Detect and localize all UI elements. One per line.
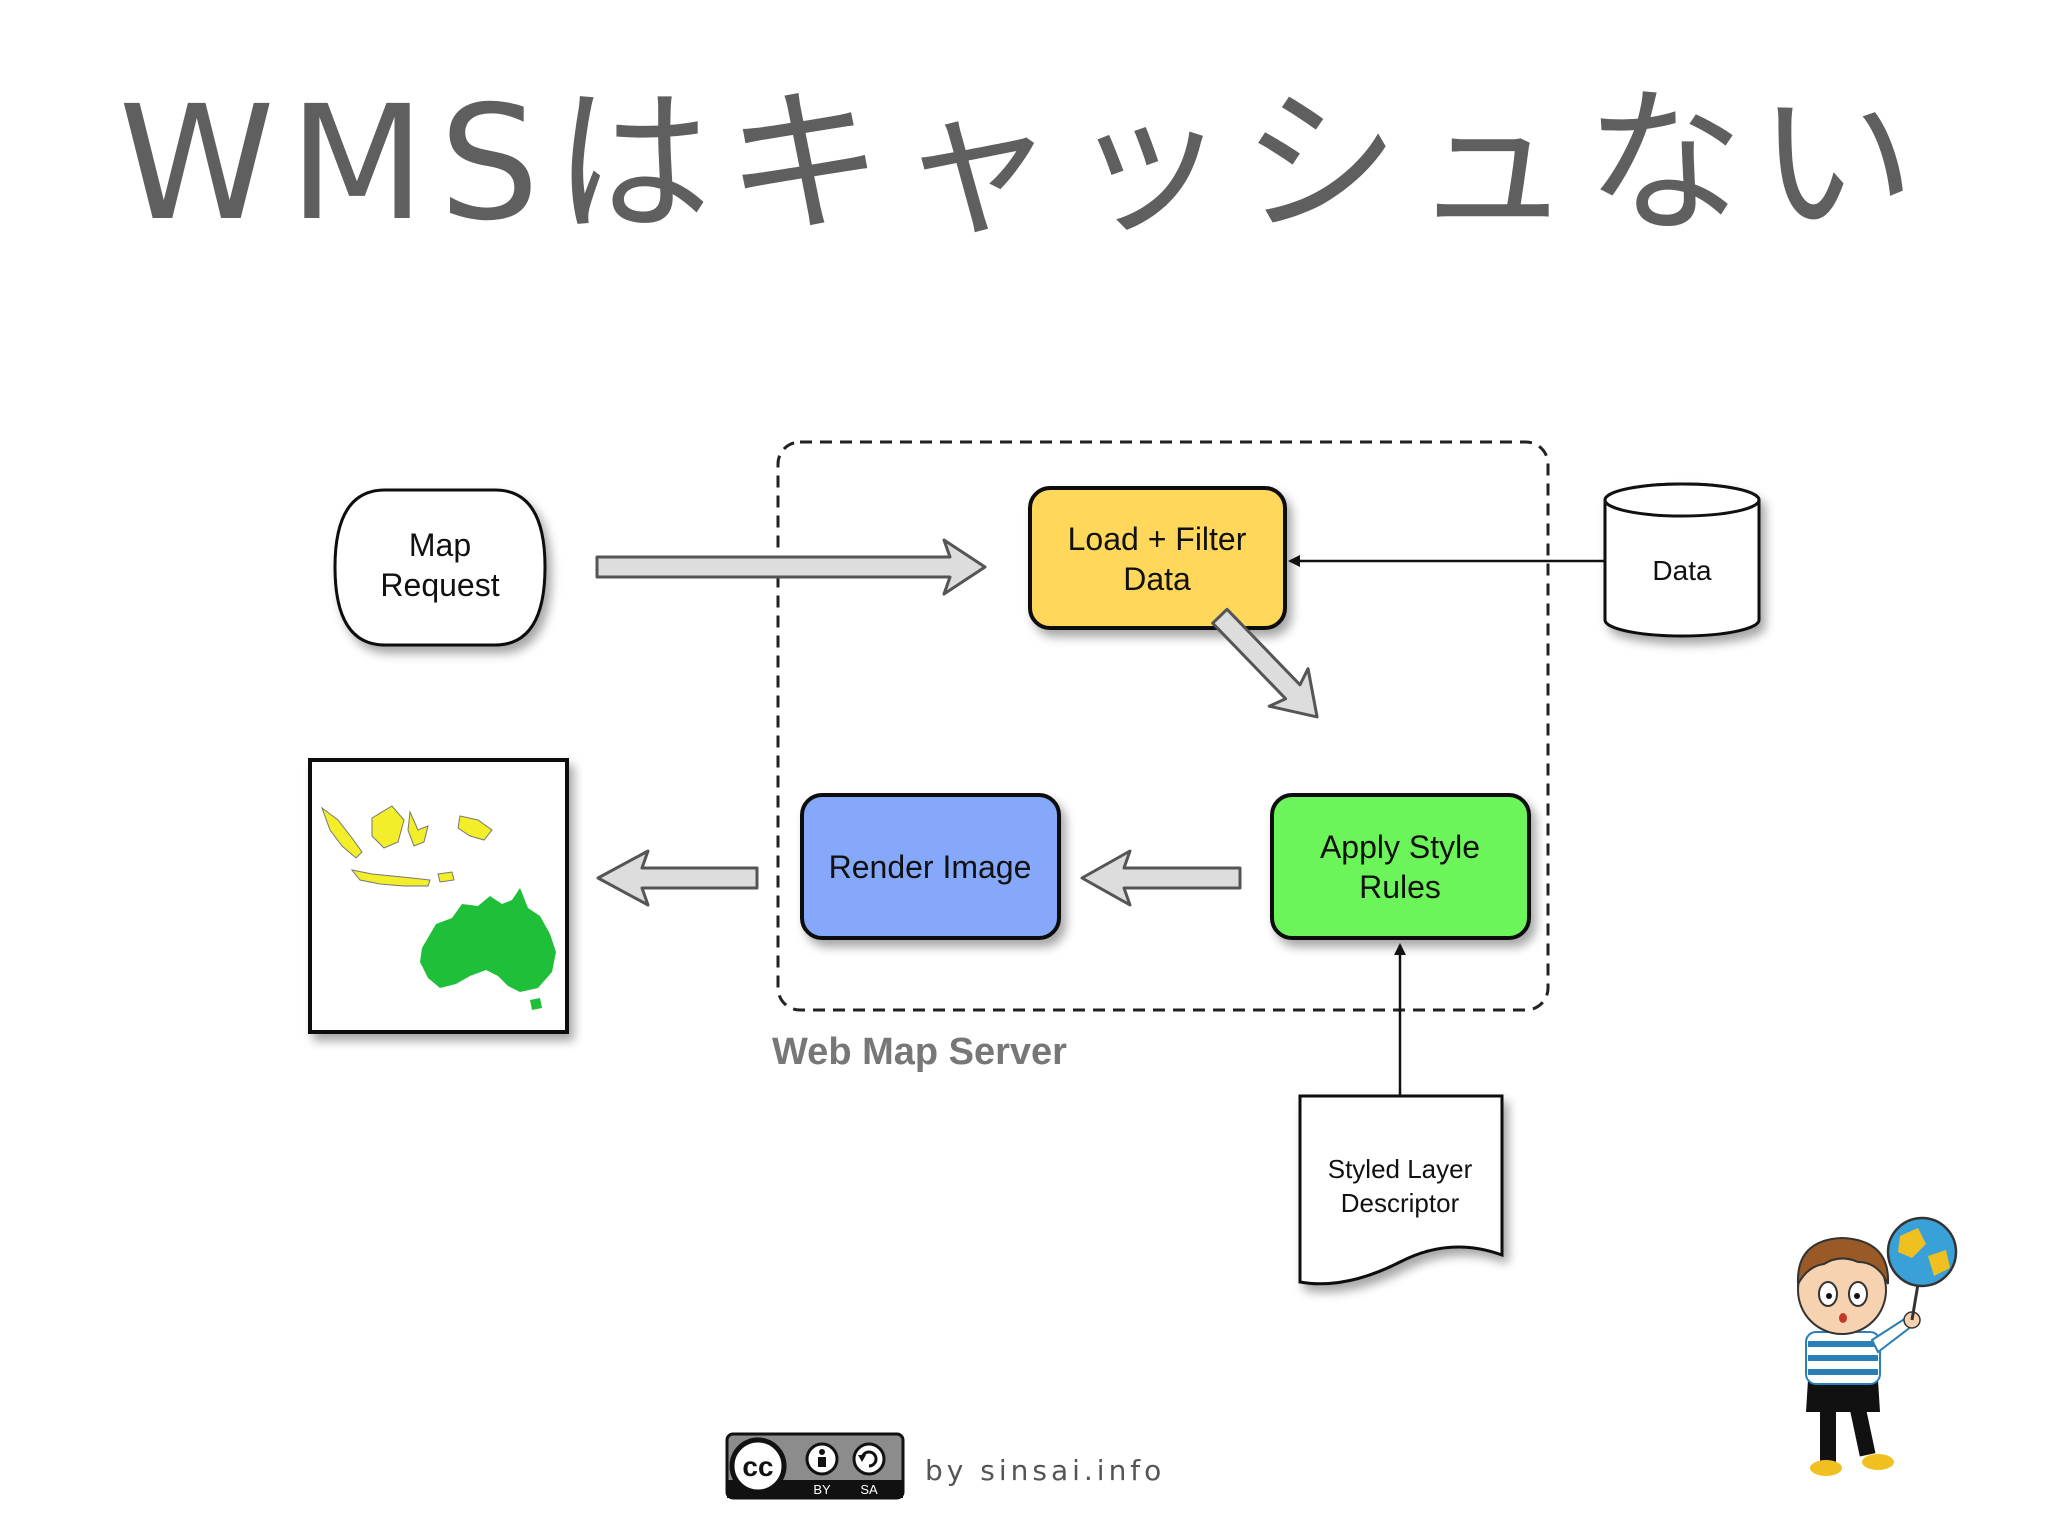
mascot-illustration: [1796, 1216, 1958, 1476]
load-filter-label-line2: Data: [1123, 561, 1191, 597]
sld-label-line2: Descriptor: [1341, 1188, 1460, 1218]
map-request-label-line1: Map: [409, 527, 471, 563]
render-image-label: Render Image: [829, 849, 1032, 885]
map-request-node: [333, 488, 547, 647]
australia-shape: [420, 888, 556, 992]
by-attribution-icon: [805, 1442, 839, 1476]
render-to-output-arrow: [596, 849, 759, 907]
apply-style-label-line2: Rules: [1359, 869, 1441, 905]
indonesia-shape: [320, 805, 493, 887]
cc-license-badge: cc BY SA: [725, 1432, 905, 1500]
load-filter-node: [1028, 486, 1287, 630]
sld-document-node: [1298, 1094, 1504, 1286]
load-filter-label-line1: Load + Filter: [1068, 521, 1247, 557]
sld-label-line1: Styled Layer: [1328, 1154, 1473, 1184]
cc-by-label: BY: [813, 1482, 831, 1497]
apply-style-node: [1270, 793, 1531, 940]
tasmania-shape: [530, 998, 542, 1010]
output-map-image: [308, 758, 569, 1034]
web-map-server-label: Web Map Server: [772, 1031, 1067, 1073]
footer-credit: by sinsai.info: [925, 1454, 1166, 1487]
slide-title: WMSはキャッシュない: [118, 72, 1930, 256]
load-to-style-arrow: [1211, 607, 1319, 719]
cc-sa-label: SA: [860, 1482, 878, 1497]
web-map-server-boundary: [776, 440, 1550, 1012]
render-image-node: [800, 793, 1061, 940]
sa-sharealike-icon: [852, 1442, 886, 1476]
request-to-load-arrow: [595, 538, 987, 596]
apply-style-label-line1: Apply Style: [1320, 829, 1480, 865]
cc-logo-text: cc: [742, 1451, 773, 1482]
data-store-label: Data: [1652, 555, 1712, 586]
map-request-label-line2: Request: [380, 567, 499, 603]
